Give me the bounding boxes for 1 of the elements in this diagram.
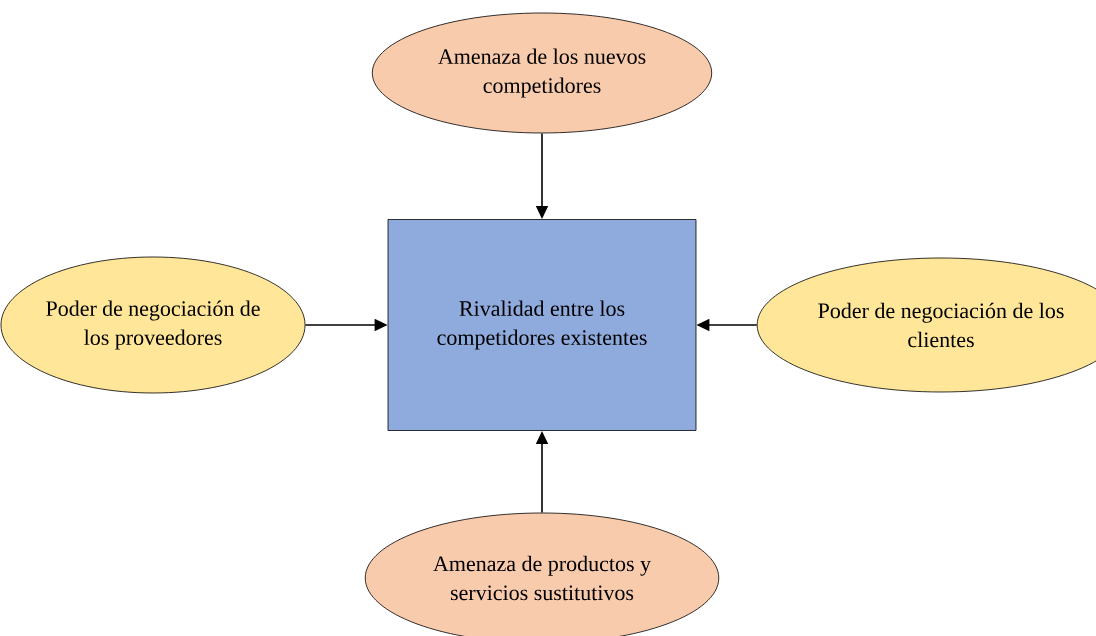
- rivalry-box: Rivalidad entre los competidores existentes: [387, 219, 697, 431]
